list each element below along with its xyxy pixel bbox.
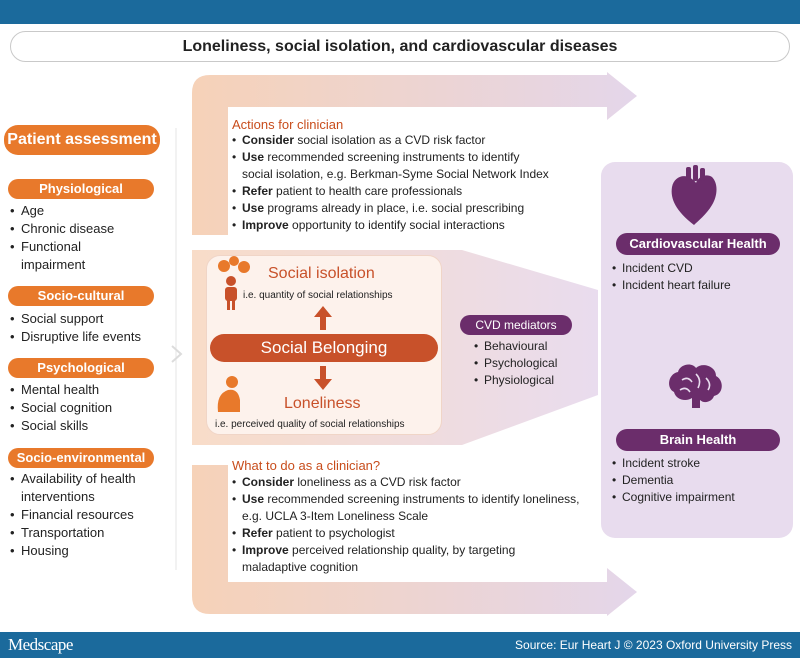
list-item: Consider loneliness as a CVD risk factor bbox=[232, 474, 592, 491]
list-item: Social support bbox=[10, 310, 170, 328]
list-item: Social skills bbox=[10, 417, 160, 435]
psychological-list: Mental health Social cognition Social sk… bbox=[10, 381, 160, 435]
list-item: Financial resources bbox=[10, 506, 160, 524]
list-item: Psychological bbox=[474, 355, 557, 372]
cvd-mediators-list: Behavioural Psychological Physiological bbox=[474, 338, 557, 389]
source-credit: Source: Eur Heart J © 2023 Oxford Univer… bbox=[515, 638, 792, 652]
cardiovascular-outcomes-list: Incident CVD Incident heart failure bbox=[612, 260, 731, 294]
list-item: Use recommended screening instruments to… bbox=[232, 149, 552, 183]
cardiovascular-health-pill: Cardiovascular Health bbox=[616, 233, 780, 255]
list-item: Disruptive life events bbox=[10, 328, 170, 346]
list-item: Availability of health interventions bbox=[10, 470, 160, 506]
category-psychological: Psychological bbox=[8, 358, 154, 378]
physiological-list: Age Chronic disease Functional impairmen… bbox=[10, 202, 160, 274]
arrow-up-icon bbox=[314, 306, 332, 330]
category-socio-environmental: Socio-environmental bbox=[8, 448, 154, 468]
list-item: Incident CVD bbox=[612, 260, 731, 277]
sad-person-icon bbox=[212, 374, 246, 414]
list-item: Age bbox=[10, 202, 160, 220]
list-item: Incident heart failure bbox=[612, 277, 731, 294]
socio-cultural-list: Social support Disruptive life events bbox=[10, 310, 170, 346]
social-belonging-pill: Social Belonging bbox=[210, 334, 438, 362]
list-item: Use recommended screening instruments to… bbox=[232, 491, 592, 525]
brain-health-pill: Brain Health bbox=[616, 429, 780, 451]
social-isolation-subtitle: i.e. quantity of social relationships bbox=[243, 290, 393, 301]
socio-environmental-list: Availability of health interventions Fin… bbox=[10, 470, 160, 560]
heart-icon bbox=[668, 165, 720, 227]
brain-outcomes-list: Incident stroke Dementia Cognitive impai… bbox=[612, 455, 735, 506]
list-item: Use programs already in place, i.e. soci… bbox=[232, 200, 577, 217]
list-item: Social cognition bbox=[10, 399, 160, 417]
list-item: Behavioural bbox=[474, 338, 557, 355]
actions-loneliness-heading: What to do as a clinician? bbox=[232, 458, 380, 473]
category-socio-cultural: Socio-cultural bbox=[8, 286, 154, 306]
list-item: Refer patient to health care professiona… bbox=[232, 183, 577, 200]
social-isolation-title: Social isolation bbox=[268, 265, 375, 283]
list-item: Physiological bbox=[474, 372, 557, 389]
list-item: Improve perceived relationship quality, … bbox=[232, 542, 572, 576]
actions-isolation-list: Consider social isolation as a CVD risk … bbox=[232, 132, 577, 234]
arrow-down-icon bbox=[314, 366, 332, 390]
list-item: Improve opportunity to identify social i… bbox=[232, 217, 577, 234]
list-item: Refer patient to psychologist bbox=[232, 525, 592, 542]
category-physiological: Physiological bbox=[8, 179, 154, 199]
medscape-logo[interactable]: Medscape bbox=[8, 635, 73, 655]
list-item: Incident stroke bbox=[612, 455, 735, 472]
cvd-mediators-pill: CVD mediators bbox=[460, 315, 572, 335]
list-item: Functional impairment bbox=[10, 238, 110, 274]
actions-isolation-heading: Actions for clinician bbox=[232, 117, 343, 132]
list-item: Mental health bbox=[10, 381, 160, 399]
loneliness-subtitle: i.e. perceived quality of social relatio… bbox=[215, 419, 405, 430]
list-item: Chronic disease bbox=[10, 220, 160, 238]
bottom-bar: Medscape Source: Eur Heart J © 2023 Oxfo… bbox=[0, 632, 800, 658]
brain-icon bbox=[666, 362, 724, 412]
isolated-person-icon bbox=[216, 256, 252, 312]
patient-assessment-title: Patient assessment bbox=[4, 125, 160, 155]
list-item: Consider social isolation as a CVD risk … bbox=[232, 132, 577, 149]
list-item: Cognitive impairment bbox=[612, 489, 735, 506]
list-item: Housing bbox=[10, 542, 160, 560]
list-item: Dementia bbox=[612, 472, 735, 489]
actions-loneliness-list: Consider loneliness as a CVD risk factor… bbox=[232, 474, 592, 576]
loneliness-title: Loneliness bbox=[284, 395, 361, 413]
list-item: Transportation bbox=[10, 524, 160, 542]
